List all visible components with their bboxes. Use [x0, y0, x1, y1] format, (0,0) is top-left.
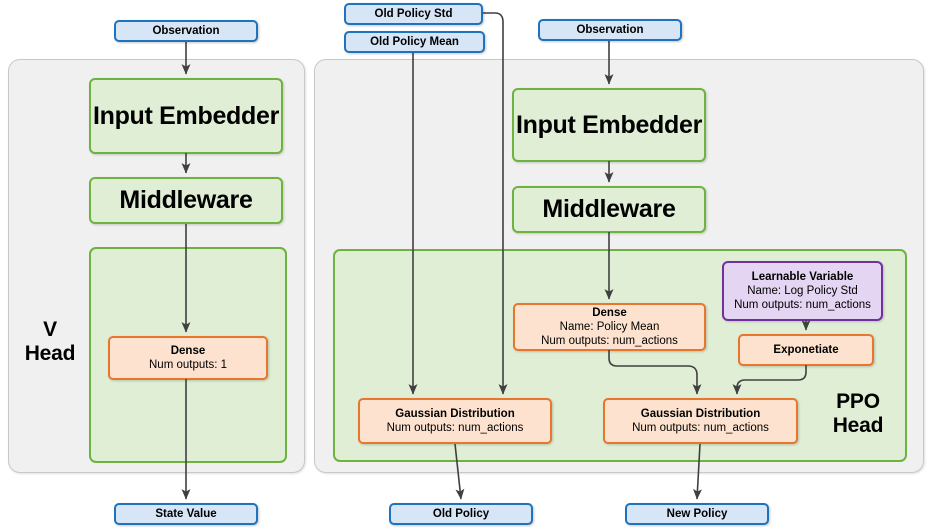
ppo-head-label-line2: Head: [832, 413, 884, 437]
ppo-head-gaussian-old-title: Gaussian Distribution: [395, 408, 515, 420]
ppo-head-dense-policy-mean[interactable]: Dense Name: Policy Mean Num outputs: num…: [513, 303, 706, 351]
input-observation-left-label: Observation: [152, 25, 220, 37]
ppo-head-middleware[interactable]: Middleware: [512, 186, 706, 233]
ppo-head-dense-policy-mean-title: Dense: [592, 307, 627, 319]
output-old-policy-label: Old Policy: [432, 508, 490, 520]
output-new-policy[interactable]: New Policy: [625, 503, 769, 525]
output-new-policy-label: New Policy: [666, 508, 728, 520]
v-head-dense-title: Dense: [170, 345, 206, 357]
output-old-policy[interactable]: Old Policy: [389, 503, 533, 525]
v-head-dense-subtitle: Num outputs: 1: [149, 359, 227, 371]
input-old-policy-mean[interactable]: Old Policy Mean: [344, 31, 485, 53]
ppo-head-exponetiate[interactable]: Exponetiate: [738, 334, 874, 366]
output-state-value[interactable]: State Value: [114, 503, 258, 525]
v-head-middleware-label: Middleware: [119, 186, 253, 214]
ppo-head-learnable-variable[interactable]: Learnable Variable Name: Log Policy Std …: [722, 261, 883, 321]
v-head-dense[interactable]: Dense Num outputs: 1: [108, 336, 268, 380]
ppo-head-middleware-label: Middleware: [542, 195, 676, 223]
input-old-policy-std[interactable]: Old Policy Std: [344, 3, 483, 25]
output-state-value-label: State Value: [155, 508, 217, 520]
ppo-head-gaussian-new-subtitle: Num outputs: num_actions: [632, 422, 769, 434]
ppo-head-dense-policy-mean-name: Name: Policy Mean: [559, 321, 660, 333]
v-head-label-line2: Head: [24, 341, 76, 365]
ppo-head-label: PPO Head: [818, 390, 898, 437]
input-old-policy-std-label: Old Policy Std: [374, 8, 453, 20]
ppo-head-exponetiate-title: Exponetiate: [773, 344, 839, 356]
v-head-input-embedder-label: Input Embedder: [92, 101, 280, 130]
input-old-policy-mean-label: Old Policy Mean: [370, 36, 459, 48]
ppo-head-learnable-variable-outputs: Num outputs: num_actions: [734, 299, 871, 311]
input-observation-right-label: Observation: [576, 24, 644, 36]
v-head-middleware[interactable]: Middleware: [89, 177, 283, 224]
ppo-head-input-embedder[interactable]: Input Embedder: [512, 88, 706, 162]
ppo-head-gaussian-old[interactable]: Gaussian Distribution Num outputs: num_a…: [358, 398, 552, 444]
ppo-head-learnable-variable-title: Learnable Variable: [751, 271, 854, 283]
v-head-label: V Head: [14, 318, 86, 365]
ppo-head-gaussian-new-title: Gaussian Distribution: [640, 408, 761, 420]
v-head-input-embedder[interactable]: Input Embedder: [89, 78, 283, 154]
ppo-head-gaussian-old-subtitle: Num outputs: num_actions: [386, 422, 524, 434]
ppo-head-learnable-variable-name: Name: Log Policy Std: [747, 285, 858, 297]
ppo-head-gaussian-new[interactable]: Gaussian Distribution Num outputs: num_a…: [603, 398, 798, 444]
input-observation-left[interactable]: Observation: [114, 20, 258, 42]
v-head-label-line1: V: [43, 318, 57, 341]
ppo-head-input-embedder-label: Input Embedder: [515, 110, 703, 139]
input-observation-right[interactable]: Observation: [538, 19, 682, 41]
ppo-head-dense-policy-mean-outputs: Num outputs: num_actions: [541, 335, 678, 347]
ppo-head-label-line1: PPO: [836, 390, 880, 413]
